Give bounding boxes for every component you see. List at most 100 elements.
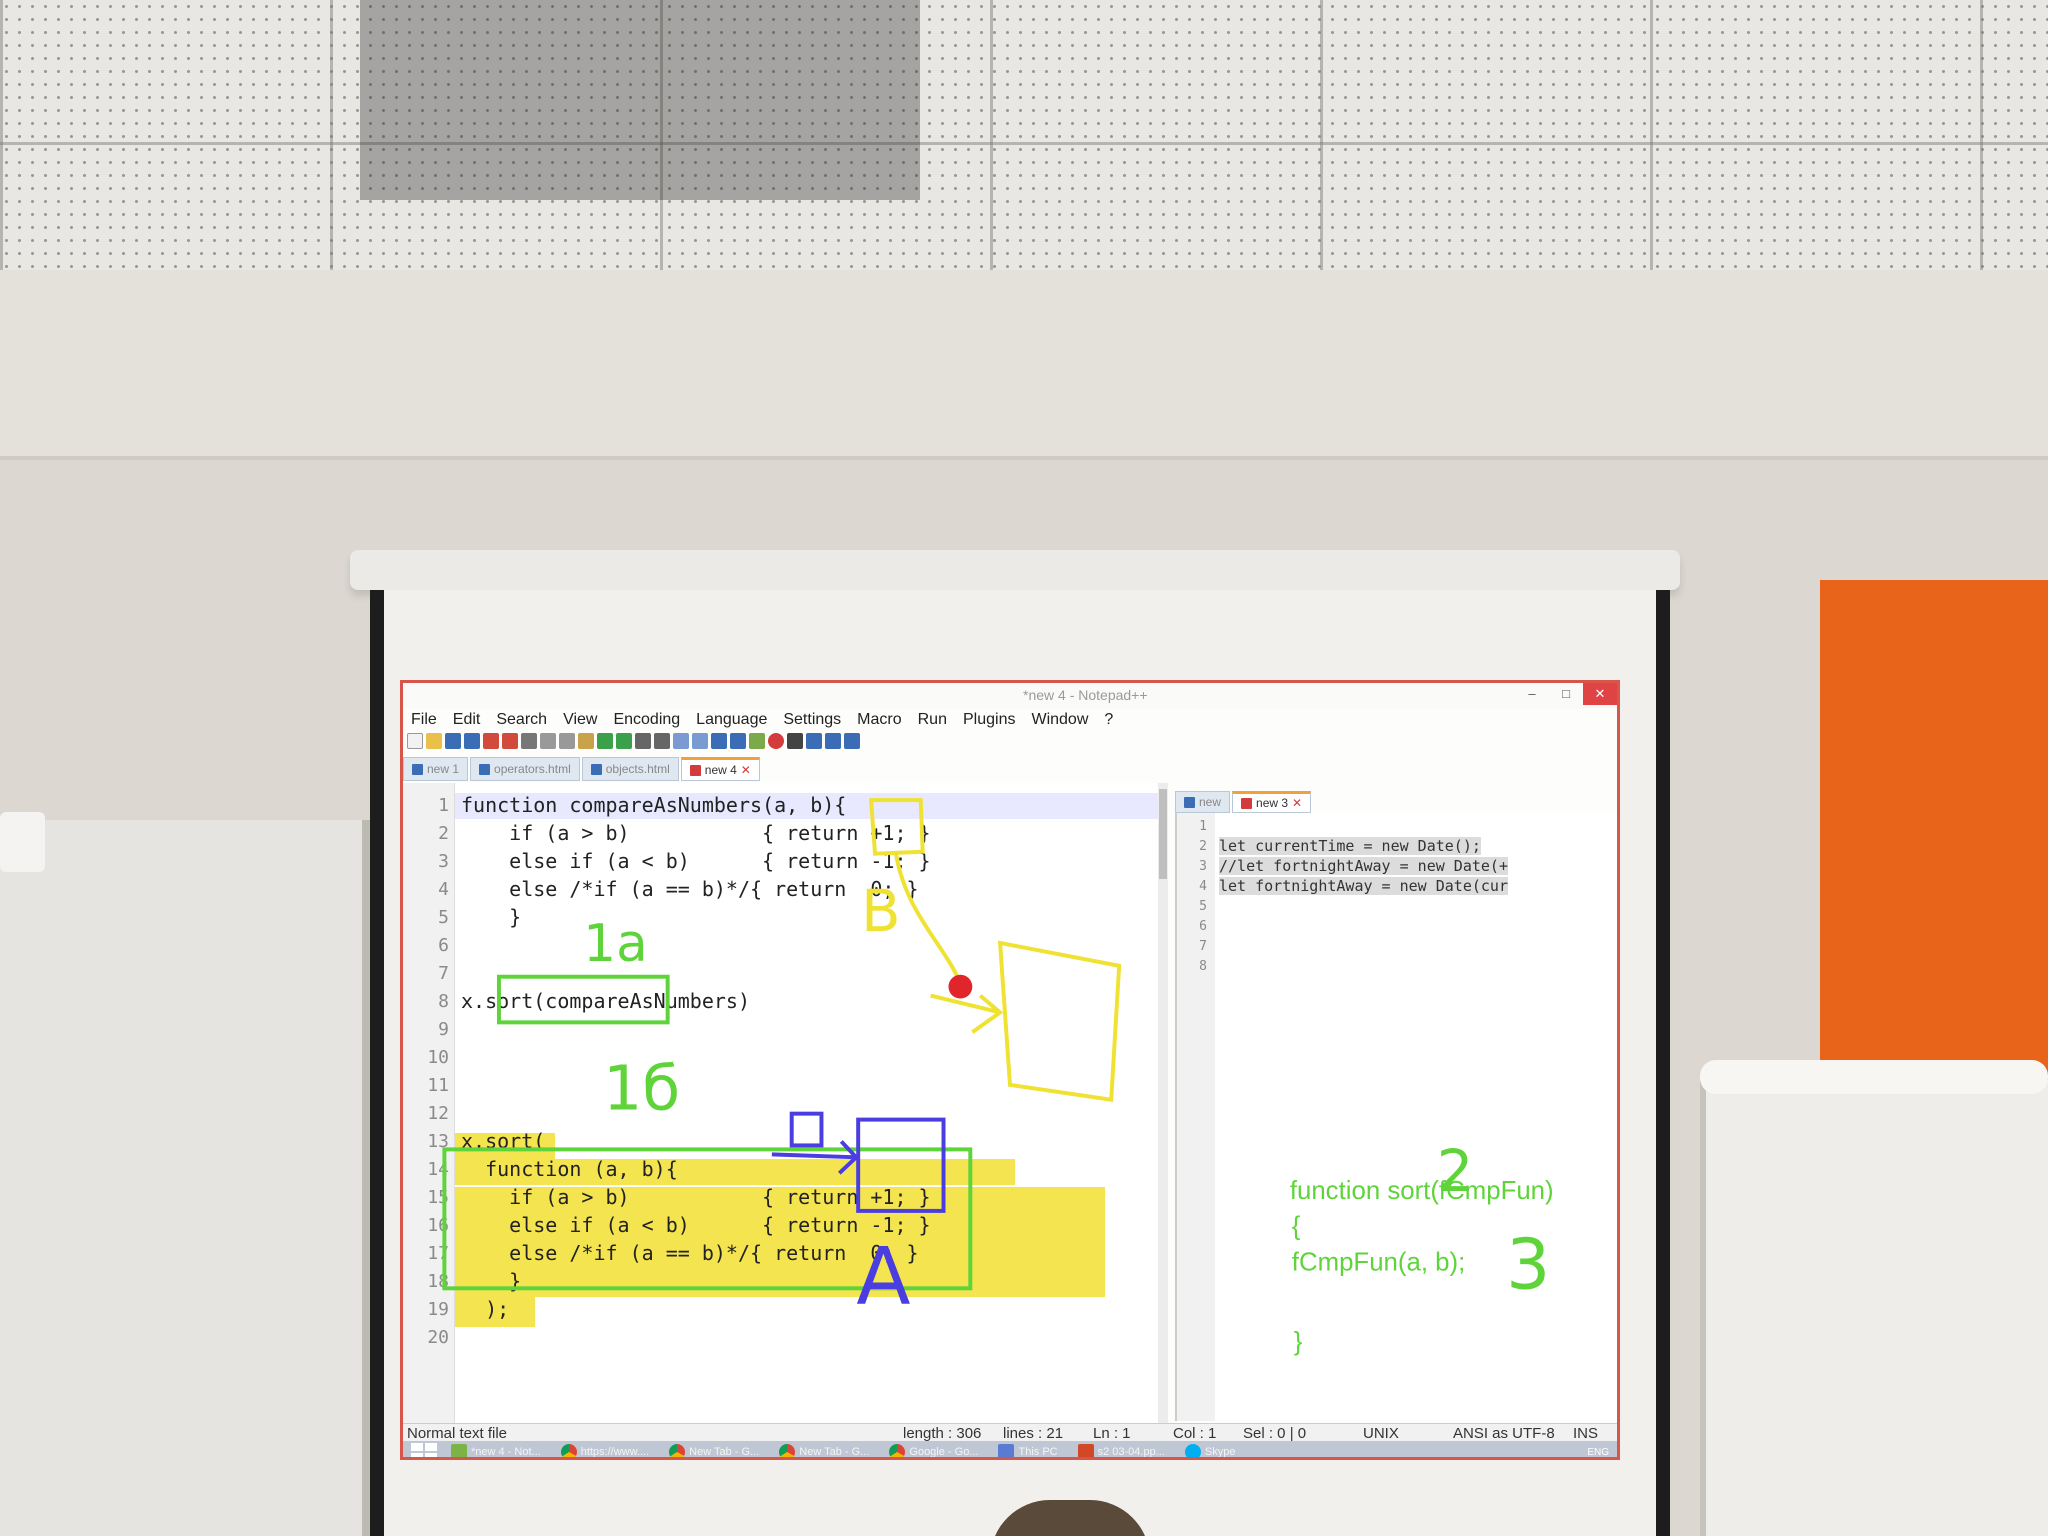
whiteboard-left [0,820,370,1536]
menu-language[interactable]: Language [696,711,768,728]
replace-icon[interactable] [654,733,670,749]
status-bar: Normal text file length : 306 lines : 21… [403,1423,1617,1442]
new-file-icon[interactable] [407,733,423,749]
powerpoint-icon [1077,1444,1094,1457]
minimize-button[interactable]: – [1528,686,1536,701]
zoom-out-icon[interactable] [692,733,708,749]
line-number: 18 [427,1271,449,1292]
tab-bar-right: new new 3✕ [1175,791,1313,813]
line-number: 5 [438,907,449,928]
menu-plugins[interactable]: Plugins [962,711,1016,728]
menu-edit[interactable]: Edit [452,711,481,728]
projector-screen-roller [350,550,1680,590]
line-number: 15 [427,1187,449,1208]
line-number: 14 [427,1159,449,1180]
menu-help[interactable]: ? [1104,711,1114,728]
sync-scroll-icon[interactable] [711,733,727,749]
menu-macro[interactable]: Macro [857,711,902,728]
record-macro-icon[interactable] [768,733,784,749]
window-controls: – □ ✕ [1515,683,1617,705]
line-number: 2 [438,823,449,844]
computer-icon [998,1444,1015,1457]
soffit [0,270,2048,460]
save-icon[interactable] [445,733,461,749]
line-number: 16 [427,1215,449,1236]
code-line-2: if (a > b) { return +1; } [461,821,931,845]
menu-view[interactable]: View [563,711,598,728]
zoom-in-icon[interactable] [673,733,689,749]
tab-close-icon[interactable]: ✕ [1292,796,1303,810]
indent-guide-icon[interactable] [749,733,765,749]
ceiling-dark-panel [360,0,920,200]
line-number: 4 [438,879,449,900]
tray-language[interactable]: ENG [1587,1446,1609,1458]
status-ins: INS [1573,1425,1599,1442]
line-number-gutter: 1 2 3 4 5 6 7 8 9 10 11 12 13 14 15 16 1… [403,783,455,1423]
ceiling [0,0,2048,290]
menu-run[interactable]: Run [917,711,947,728]
line-number: 1 [438,795,449,816]
code-line-17: else /*if (a == b)*/{ return 0; } [461,1241,919,1265]
taskbar-chrome-2[interactable]: New Tab - G... [663,1441,765,1457]
tab-new-3[interactable]: new 3✕ [1232,791,1312,813]
scrollbar-thumb[interactable] [1159,789,1167,879]
paste-icon[interactable] [578,733,594,749]
open-folder-icon[interactable] [426,733,442,749]
code-line-18: } [461,1269,522,1293]
chrome-icon [560,1444,577,1457]
line-number-gutter: 1 2 3 4 5 6 7 8 [1177,813,1215,1421]
code-line-1: function compareAsNumbers(a, b){ [461,793,847,817]
maximize-button[interactable]: □ [1562,686,1570,701]
word-wrap-icon[interactable] [730,733,746,749]
windows-start-icon[interactable] [411,1443,437,1457]
tab-objects[interactable]: objects.html [581,757,679,781]
line-number: 4 [1199,879,1207,894]
taskbar-chrome-1[interactable]: https://www.... [555,1441,655,1457]
tab-close-icon[interactable]: ✕ [740,763,751,777]
save-all-icon[interactable] [464,733,480,749]
tab-new-4[interactable]: new 4✕ [680,757,760,781]
code-line-5: } [461,905,522,929]
status-sel: Sel : 0 | 0 [1243,1425,1307,1442]
current-line-highlight [455,793,1160,819]
taskbar-powerpoint[interactable]: s2 03-04.pp... [1072,1441,1171,1457]
menu-window[interactable]: Window [1031,711,1089,728]
editor-right[interactable]: 1 2 3 4 5 6 7 8 let currentTime = new Da… [1175,813,1617,1421]
taskbar-skype[interactable]: Skype [1179,1441,1242,1457]
play-multiple-icon[interactable] [825,733,841,749]
play-macro-icon[interactable] [806,733,822,749]
taskbar-this-pc[interactable]: This PC [992,1441,1063,1457]
close-button[interactable]: ✕ [1583,683,1617,705]
vertical-scrollbar[interactable] [1158,783,1168,1423]
disk-icon [412,763,423,775]
taskbar-notepad[interactable]: *new 4 - Not... [445,1441,547,1457]
close-all-icon[interactable] [502,733,518,749]
line-number: 5 [1199,899,1207,914]
whiteboard-left-roll [0,812,45,872]
tab-right-new[interactable]: new [1175,791,1231,813]
code-line-14: function (a, b){ [461,1157,678,1181]
save-macro-icon[interactable] [844,733,860,749]
copy-icon[interactable] [559,733,575,749]
find-icon[interactable] [635,733,651,749]
cut-icon[interactable] [540,733,556,749]
status-ln: Ln : 1 [1093,1425,1131,1442]
menu-file[interactable]: File [411,711,437,728]
menu-settings[interactable]: Settings [783,711,842,728]
taskbar-chrome-3[interactable]: New Tab - G... [773,1441,875,1457]
menu-encoding[interactable]: Encoding [613,711,681,728]
taskbar-chrome-4[interactable]: Google - Go... [883,1441,984,1457]
line-number: 17 [427,1243,449,1264]
status-file-type: Normal text file [407,1425,508,1442]
tab-operators[interactable]: operators.html [470,757,580,781]
editor-left[interactable]: 1 2 3 4 5 6 7 8 9 10 11 12 13 14 15 16 1… [403,783,1165,1423]
redo-icon[interactable] [616,733,632,749]
print-icon[interactable] [521,733,537,749]
menu-search[interactable]: Search [496,711,548,728]
status-length: length : 306 [903,1425,982,1442]
close-file-icon[interactable] [483,733,499,749]
stop-macro-icon[interactable] [787,733,803,749]
undo-icon[interactable] [597,733,613,749]
code-line-15: if (a > b) { return +1; } [461,1185,931,1209]
tab-new-1[interactable]: new 1 [403,757,469,781]
